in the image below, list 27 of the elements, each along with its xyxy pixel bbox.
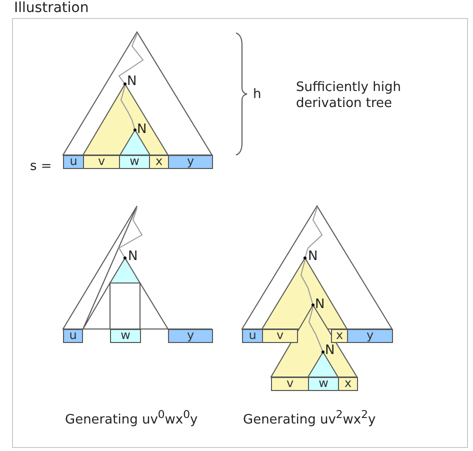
node-label: N — [128, 250, 138, 264]
node-label: N — [127, 75, 137, 89]
string-segment: y — [168, 155, 213, 169]
string-segment: u — [242, 329, 263, 343]
string-segment: u — [63, 329, 83, 343]
node-label: N — [315, 298, 325, 312]
string-segment: u — [63, 155, 84, 169]
caption: Generating uv$^{2}$wx$^{2}$y — [243, 408, 376, 428]
string-segment: w — [308, 377, 339, 391]
annotation: Sufficiently high derivation tree — [296, 80, 402, 112]
string-label: s = — [30, 160, 52, 174]
string-segment: y — [168, 329, 213, 343]
node-label: N — [325, 344, 335, 358]
string-segment: v — [262, 329, 298, 343]
string-segment: x — [338, 377, 358, 391]
string-segment: x — [331, 329, 348, 343]
string-segment: w — [119, 155, 150, 169]
node-label: N — [137, 123, 147, 137]
string-segment: w — [110, 329, 141, 343]
string-segment: v — [271, 377, 309, 391]
node-label: N — [308, 250, 318, 264]
title: Illustration — [14, 1, 89, 15]
string-segment: x — [149, 155, 169, 169]
string-segment: y — [347, 329, 393, 343]
height-label: h — [253, 88, 262, 102]
string-segment: v — [83, 155, 120, 169]
caption: Generating uv$^{0}$wx$^{0}$y — [65, 408, 198, 428]
